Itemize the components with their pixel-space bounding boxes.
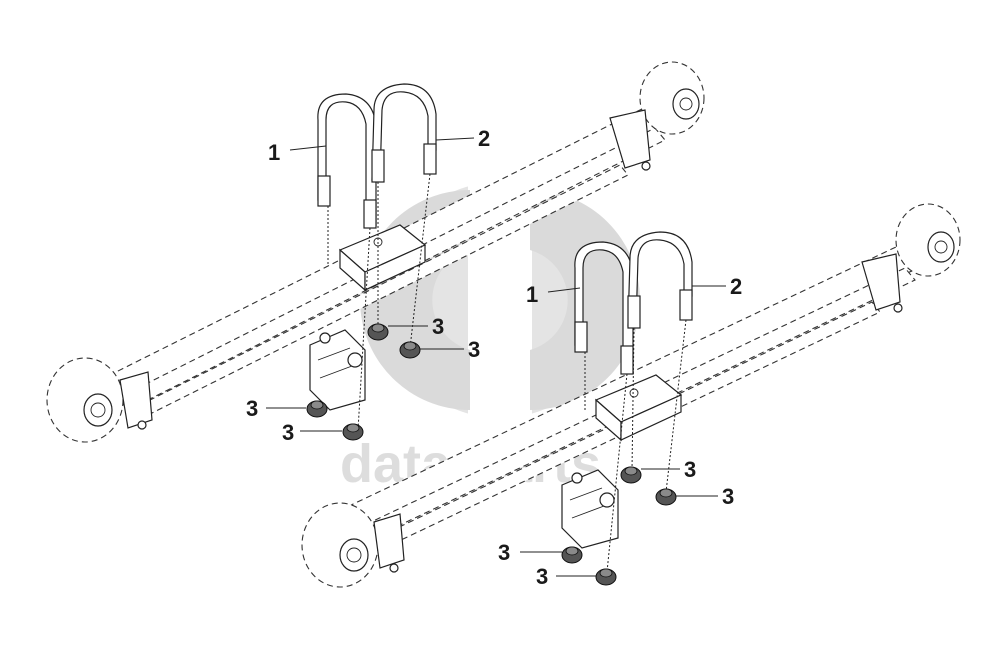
callout-1-upper: 1 [268, 140, 280, 165]
callout-leaders [266, 137, 726, 577]
u-bolt-2-lower [627, 231, 693, 493]
nut-lower-c [561, 546, 583, 564]
nut-upper-b [399, 341, 421, 359]
leaf-spring-upper [46, 61, 705, 443]
nut-lower-b [655, 488, 677, 506]
callout-3-lower-c: 3 [498, 540, 510, 565]
callout-3-lower-b: 3 [722, 484, 734, 509]
callout-3-upper-c: 3 [246, 396, 258, 421]
callout-2-lower: 2 [730, 274, 742, 299]
nut-lower-d [595, 568, 617, 586]
nut-upper-a [367, 323, 389, 341]
callout-3-upper-b: 3 [468, 337, 480, 362]
nut-upper-c [306, 400, 328, 418]
callout-3-lower-d: 3 [536, 564, 548, 589]
nut-lower-a [620, 466, 642, 484]
callout-3-upper-a: 3 [432, 314, 444, 339]
u-bolt-1-upper [317, 93, 377, 431]
u-bolt-2-upper [371, 83, 437, 349]
callout-3-upper-d: 3 [282, 420, 294, 445]
callout-3-lower-a: 3 [684, 457, 696, 482]
callout-2-upper: 2 [478, 126, 490, 151]
leaf-spring-lower [301, 203, 961, 588]
callout-1-lower: 1 [526, 282, 538, 307]
nut-upper-d [342, 423, 364, 441]
